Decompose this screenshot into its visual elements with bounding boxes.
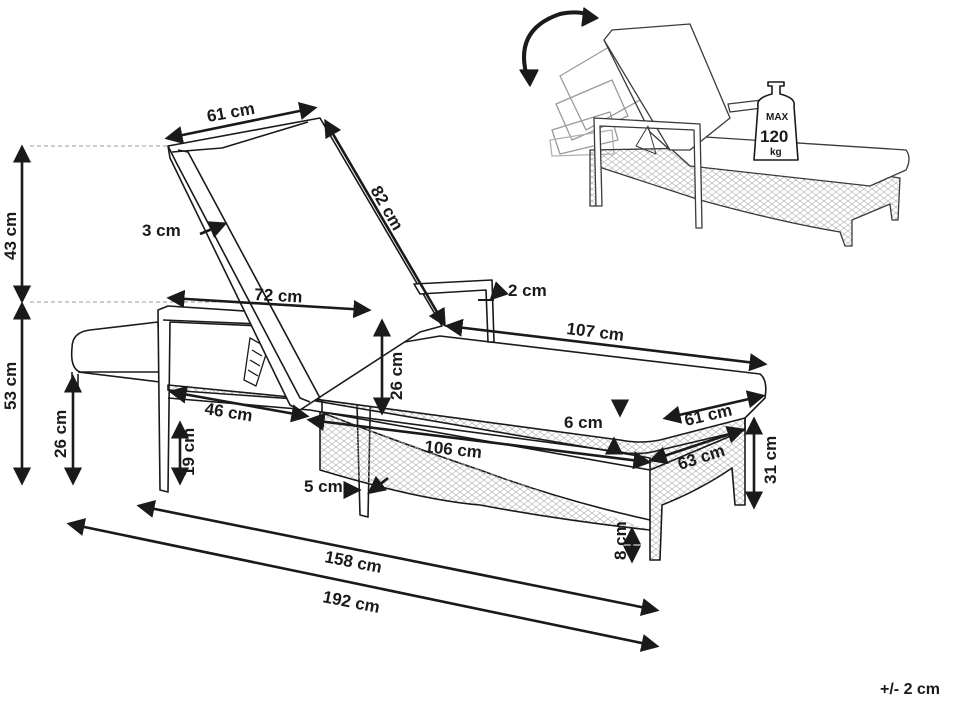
dim-line-total-length <box>66 518 660 652</box>
dim-line-seat-length <box>444 318 768 372</box>
label-armrest-height: 26 cm <box>387 352 406 400</box>
label-mattress-thickness: 6 cm <box>564 413 603 432</box>
inset-drawing <box>519 7 910 247</box>
label-front-section: 46 cm <box>203 399 254 425</box>
dim-line-backrest-width <box>164 102 318 144</box>
weight-max-label: MAX <box>766 112 789 123</box>
label-armrest-length: 72 cm <box>254 285 303 306</box>
label-base-length: 158 cm <box>323 547 383 577</box>
dim-line-frame-width <box>648 425 746 465</box>
label-backrest-frame: 3 cm <box>142 221 181 240</box>
dim-line-front-section <box>168 385 310 423</box>
label-seat-height: 53 cm <box>1 362 20 410</box>
label-front-leg: 26 cm <box>51 410 70 458</box>
label-ground-clearance: 8 cm <box>611 521 630 560</box>
label-leg-height: 19 cm <box>179 428 198 476</box>
label-rear-height: 31 cm <box>761 436 780 484</box>
dim-line-frame-length <box>306 412 652 470</box>
weight-unit: kg <box>770 147 782 158</box>
label-backrest-height: 43 cm <box>1 212 20 260</box>
label-leg-thickness: 5 cm <box>304 477 343 496</box>
weight-max-value: 120 <box>760 127 788 146</box>
label-total-length: 192 cm <box>321 587 381 617</box>
dim-line-seat-width <box>662 390 766 424</box>
dimension-lines <box>12 102 768 652</box>
dim-line-backrest-frame <box>199 221 228 238</box>
label-armrest-thickness: 2 cm <box>508 281 547 300</box>
weight-icon <box>753 81 799 161</box>
dim-line-backrest-length <box>324 118 446 328</box>
weight-label: MAX 120 kg <box>760 112 789 158</box>
dim-line-armrest-length <box>166 289 372 319</box>
foot-mattress <box>70 321 161 373</box>
tolerance-note: +/- 2 cm <box>880 681 940 698</box>
